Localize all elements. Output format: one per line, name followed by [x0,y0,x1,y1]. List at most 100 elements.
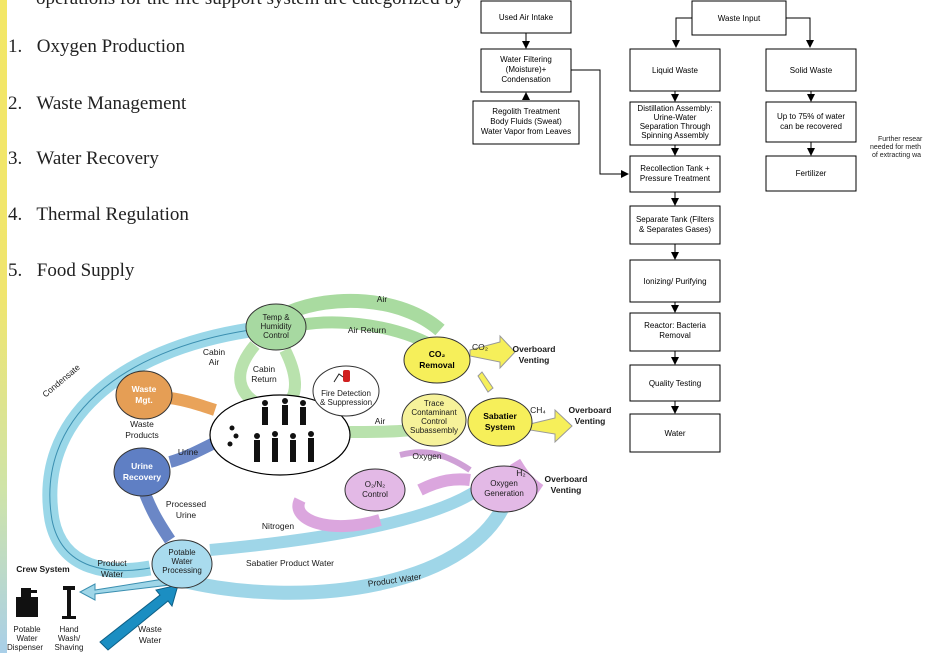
list-item: 5. Food Supply [8,260,135,281]
flow-label-sabatier-product-water: Sabatier Product Water [246,558,334,568]
flow-label-condensate: Condensate [40,362,82,399]
flow-label-air: Air [377,294,388,304]
flow-label-overboard: Venting [575,416,606,426]
reactor-label: Reactor: Bacteria [644,321,706,330]
crew-product-water-arrow [78,577,171,601]
temp-humidity-label: Temp & [262,313,290,322]
flow-label-air: Air [375,416,386,426]
water-filtering-label: Water Filtering [500,55,552,64]
co2-removal-label: Removal [419,360,454,370]
crew-figures-icon [227,398,314,462]
oxygen-gen-label: Oxygen [490,479,518,488]
flow-label-waste-products: Waste [130,419,154,429]
water-box [629,413,721,453]
flow-label-overboard: Overboard [545,474,588,484]
regolith-label: Water Vapor from Leaves [481,127,571,136]
separate-tank-box [629,205,721,245]
water-label: Water [664,429,685,438]
potable-dispenser-label: Water [16,634,37,643]
trace-label: Control [421,417,447,426]
quality-testing-box [629,364,721,402]
left-accent-bar [0,0,7,653]
waste-mgt-label: Waste [132,384,157,394]
recover-label: can be recovered [780,122,842,131]
distillation-label: Spinning Assembly [641,131,709,140]
flow-label-overboard: Overboard [513,344,556,354]
flow-label-co2: CO₂ [472,342,488,352]
potable-dispenser-label: Potable [13,625,41,634]
flow-label-overboard: Venting [519,355,550,365]
regolith-label: Regolith Treatment [492,107,560,116]
water-filtering-label: (Moisture)+ [506,65,547,74]
recollection-label: Recollection Tank + [640,164,710,173]
o2n2-control-node [344,468,406,512]
air-arrow [287,293,445,336]
trace-label: Contaminant [411,408,457,417]
note-text: Further resear [878,136,923,143]
recollection-label: Pressure Treatment [640,174,711,183]
flow-label-product-water: Product [97,558,127,568]
distillation-label: Distillation Assembly: [637,104,712,113]
recollection-box [629,155,721,193]
liquid-waste-label: Liquid Waste [652,66,699,75]
potable-label: Processing [162,566,202,575]
flow-label-processed-urine: Urine [176,510,197,520]
o2n2-label: O₂/N₂ [365,480,385,489]
oxygen-arrow [399,449,472,473]
product-water-loop [178,487,517,600]
trace-contaminant-node [401,393,467,447]
water-filtering-box [480,48,572,93]
fire-detection-node [312,365,380,417]
flow-label-waste-products: Products [125,430,159,440]
waste-mgt-node [115,370,173,420]
potable-label: Potable [168,548,196,557]
separate-tank-label: Separate Tank (Filters [636,215,714,224]
sabatier-node [467,397,533,447]
sabatier-label: Sabatier [483,411,517,421]
co2-vent-arrow [469,334,516,370]
list-item: 2. Waste Management [8,93,187,114]
co2-removal-label: CO₂ [429,349,446,359]
waste-mgt-label: Mgt. [135,395,152,405]
oxygen-gen-arrow [417,473,471,496]
flow-label-cabin-air: Air [209,357,220,367]
flow-label-ch4: CH₄ [530,405,546,415]
co2-removal-node [403,336,471,384]
note-text: needed for meth [870,144,921,151]
cabin-return-arrow [279,347,301,405]
life-support-cycle: Temp & Humidity Control CO₂ Removal Saba… [7,293,612,652]
flow-label-h2: H₂ [516,468,525,478]
air-to-trace-arrow [339,424,411,438]
water-dispenser-icon [16,588,38,617]
flow-label-product-water: Water [101,569,124,579]
nitrogen-arrow [292,497,382,533]
flow-label-overboard: Overboard [569,405,612,415]
temp-humidity-label: Control [263,331,289,340]
list-item: 4. Thermal Regulation [8,204,189,225]
flow-label-urine: Urine [178,447,199,457]
potable-label: Water [171,557,192,566]
flow-label-processed-urine: Processed [166,499,206,509]
oxygen-gen-label: Generation [484,489,524,498]
temp-humidity-node [245,303,307,351]
used-air-intake-label: Used Air Intake [499,13,554,22]
fertilizer-box [765,155,857,192]
regolith-box [472,100,580,145]
waste-input-box [691,0,787,36]
fire-detection-label: Fire Detection [321,389,371,398]
fertilizer-label: Fertilizer [796,169,827,178]
trace-label: Trace [424,399,445,408]
regolith-label: Body Fluids (Sweat) [490,117,562,126]
quality-testing-label: Quality Testing [649,379,701,388]
flow-label-oxygen: Oxygen [412,451,442,461]
hand-wash-label: Wash/ [58,634,81,643]
flow-label-waste-water: Water [139,635,162,645]
reactor-label: Removal [659,331,691,340]
urine-recovery-label: Urine [131,461,153,471]
flowchart: Used Air Intake Water Filtering (Moistur… [472,0,923,453]
separate-tank-label: & Separates Gases) [639,225,711,234]
urine-recovery-label: Recovery [123,472,162,482]
list-item: 1. Oxygen Production [8,36,186,57]
distillation-label: Urine-Water [654,113,697,122]
